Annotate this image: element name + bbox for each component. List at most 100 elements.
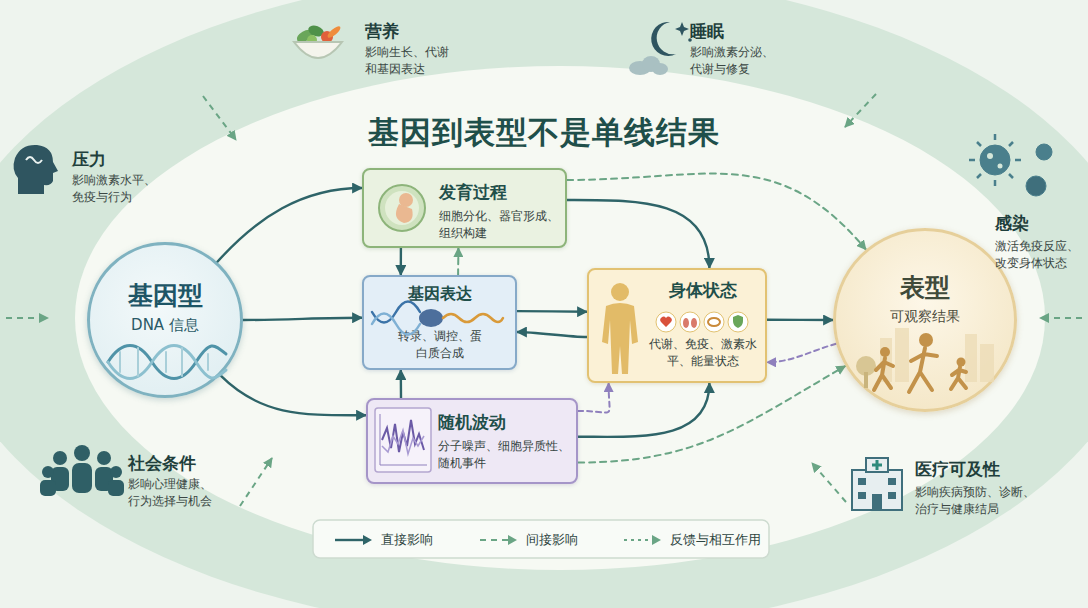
infection-icon <box>969 134 1052 196</box>
indirect-arrow <box>457 248 459 275</box>
hospital-icon <box>866 458 888 472</box>
infection-icon <box>980 145 1010 175</box>
direct-arrow <box>400 370 403 398</box>
nutrition-icon <box>307 24 325 39</box>
legend-arrow-head <box>363 535 372 545</box>
factor-heading: 社会条件 <box>128 452 196 475</box>
stress-icon <box>14 145 58 194</box>
node-text: 转录、调控、蛋白质合成 <box>396 328 484 362</box>
legend-sample <box>478 534 518 546</box>
legend-item: 间接影响 <box>478 530 578 550</box>
node-text: 分子噪声、细胞异质性、随机事件 <box>438 438 570 472</box>
node-text: 细胞分化、器官形成、组织构建 <box>439 208 559 242</box>
society-icon <box>74 445 90 461</box>
direct-arrow <box>578 383 709 437</box>
state-box: 身体状态代谢、免疫、激素水平、能量状态 <box>587 268 767 383</box>
nutrition-icon <box>307 35 317 45</box>
factor-arrows <box>6 94 1082 506</box>
infection-icon <box>1009 174 1013 178</box>
infection-icon <box>1026 176 1046 196</box>
indirect-arrow <box>578 383 610 413</box>
society-icon <box>40 445 124 496</box>
infection-icon <box>987 153 993 159</box>
infection-icon <box>977 142 981 146</box>
infection-icon <box>969 134 1021 186</box>
node-heading: 基因型 <box>128 281 203 311</box>
factor-heading: 感染 <box>995 212 1029 235</box>
direct-arrow <box>243 318 362 320</box>
diagram-title: 基因到表型不是单线结果 <box>0 112 1088 154</box>
direct-arrow <box>217 188 362 262</box>
legend-sample <box>622 534 662 546</box>
hospital-icon <box>888 478 896 485</box>
legend-box <box>313 520 769 558</box>
direct-arrow <box>400 248 403 275</box>
sleep-icon <box>629 61 651 75</box>
factor-arrows <box>240 458 272 506</box>
infection-icon <box>994 180 997 186</box>
factor-arrows <box>1040 317 1082 319</box>
factor-note: 影响生长、代谢和基因表达 <box>365 44 457 78</box>
direct-arrow <box>220 375 366 415</box>
legend-item: 反馈与相互作用 <box>622 530 761 550</box>
sleep-icon <box>675 22 689 36</box>
legend-arrow-head <box>508 535 517 545</box>
node-text: 可观察结果 <box>890 307 960 327</box>
node-text: 代谢、免疫、激素水平、能量状态 <box>647 336 759 370</box>
process-box: 基因表达转录、调控、蛋白质合成 <box>362 275 517 370</box>
nutrition-icon <box>294 42 342 58</box>
society-icon <box>110 466 122 478</box>
hospital-icon <box>858 492 866 499</box>
direct-arrow <box>767 319 833 322</box>
hospital-icon <box>888 492 896 499</box>
factor-heading: 医疗可及性 <box>915 458 1000 481</box>
node-heading: 基因表达 <box>408 284 472 303</box>
direct-arrow <box>517 332 587 337</box>
infection-icon <box>994 134 997 140</box>
node-heading: 发育过程 <box>439 182 559 202</box>
node-heading: 随机波动 <box>438 412 570 432</box>
factor-note: 激活免疫反应、改变身体状态 <box>995 238 1085 272</box>
infection-icon <box>998 164 1003 169</box>
node-text: DNA 信息 <box>131 315 199 336</box>
factor-arrows <box>812 463 846 502</box>
legend-text: 直接影响 <box>381 531 433 549</box>
infection-icon <box>977 174 981 178</box>
hospital-icon <box>858 478 866 485</box>
sleep-icon <box>642 56 660 72</box>
nutrition-icon <box>326 25 342 40</box>
factor-note: 影响激素水平、免疫与行为 <box>72 172 164 206</box>
legend-arrow-head <box>652 535 661 545</box>
factor-arrows <box>6 317 48 319</box>
legend-line <box>480 539 510 541</box>
legend-text: 反馈与相互作用 <box>670 531 761 549</box>
node-heading: 表型 <box>900 273 950 303</box>
factor-arrows <box>845 94 876 127</box>
infection-icon <box>1036 144 1052 160</box>
nutrition-icon <box>294 24 342 58</box>
society-icon <box>40 480 56 496</box>
node-heading: 身体状态 <box>669 280 737 300</box>
society-icon <box>95 467 113 491</box>
society-icon <box>53 451 67 465</box>
factor-note: 影响疾病预防、诊断、治疗与健康结局 <box>915 484 1041 518</box>
hospital-icon <box>872 460 882 470</box>
legend-line <box>624 539 654 541</box>
society-icon <box>51 467 69 491</box>
society-icon <box>72 463 92 493</box>
stress-icon <box>26 157 42 163</box>
nutrition-icon <box>321 31 333 43</box>
direct-arrow <box>517 310 587 313</box>
process-box: 发育过程细胞分化、器官形成、组织构建 <box>362 168 567 248</box>
phenotype-circle: 表型可观察结果 <box>833 228 1017 412</box>
indirect-arrow <box>767 344 836 363</box>
factor-note: 影响心理健康、行为选择与机会 <box>128 476 220 510</box>
hospital-icon <box>872 494 882 510</box>
factor-heading: 睡眠 <box>690 20 724 43</box>
society-icon <box>97 451 111 465</box>
hospital-icon <box>852 470 902 510</box>
indirect-arrow <box>567 174 866 250</box>
infection-icon <box>969 159 975 162</box>
direct-arrow <box>567 200 709 268</box>
